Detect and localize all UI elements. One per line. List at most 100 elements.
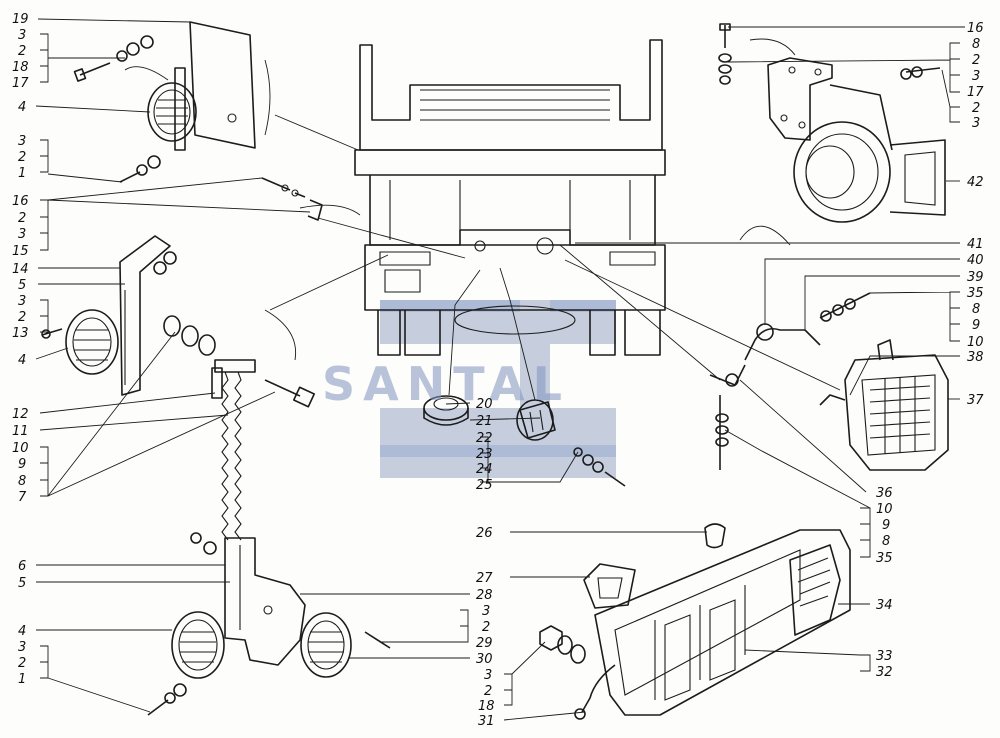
label-4: 4: [18, 100, 26, 115]
label-15: 15: [12, 244, 29, 259]
label-3: 3: [18, 227, 26, 242]
label-24: 24: [476, 462, 493, 477]
label-27: 27: [476, 571, 493, 586]
label-4: 4: [18, 353, 26, 368]
label-36: 36: [876, 486, 893, 501]
small-bolt-set-center: [573, 447, 626, 487]
connection-arcs: [124, 38, 796, 361]
label-8: 8: [18, 474, 26, 489]
label-29: 29: [476, 636, 493, 651]
part-labels-center: 20 21 22 23 24 25 26 27 28 3 2 29 30 3 2…: [476, 397, 495, 729]
label-41: 41: [967, 237, 984, 252]
label-22: 22: [476, 431, 493, 446]
label-25: 25: [476, 478, 493, 493]
label-4: 4: [18, 624, 26, 639]
label-33: 33: [876, 649, 893, 664]
label-3: 3: [18, 28, 26, 43]
bolt-long-right: [264, 379, 316, 408]
label-30: 30: [476, 652, 493, 667]
bolt-washer-nut-mid-left: [119, 155, 161, 183]
label-39: 39: [967, 270, 984, 285]
label-20: 20: [476, 397, 493, 412]
round-reflector-bottom-left: [171, 611, 225, 679]
label-38: 38: [967, 350, 984, 365]
label-19: 19: [12, 12, 29, 27]
round-reflector-bottom-right: [300, 612, 352, 678]
round-reflector-top: [147, 82, 197, 142]
bolt-nut-bottom-left: [147, 631, 391, 716]
left-reflector-bracket: [41, 235, 177, 396]
lower-bracket: [190, 532, 306, 666]
label-3: 3: [484, 668, 492, 683]
label-9: 9: [18, 457, 26, 472]
label-17: 17: [967, 85, 984, 100]
label-10: 10: [12, 441, 29, 456]
label-28: 28: [476, 588, 493, 603]
label-2: 2: [18, 656, 26, 671]
label-35: 35: [876, 551, 893, 566]
label-17: 17: [12, 76, 29, 91]
label-31: 31: [478, 714, 495, 729]
horn-assembly: [767, 57, 946, 223]
part-labels-left: 19 3 2 18 17 4 3 2 1 16 2 3 15 14 5 3 2 …: [12, 12, 29, 687]
label-10: 10: [967, 335, 984, 350]
nut-washer-stack-lamp: [539, 625, 586, 664]
truck-rear-view: [354, 39, 666, 356]
leader-lines: [35, 18, 965, 721]
label-18: 18: [12, 60, 29, 75]
label-10: 10: [876, 502, 893, 517]
coil-spring-mudflap: [211, 359, 256, 541]
label-3: 3: [18, 640, 26, 655]
rear-work-lamp: [819, 339, 949, 471]
label-2: 2: [482, 620, 490, 635]
label-3: 3: [482, 604, 490, 619]
label-16: 16: [967, 21, 984, 36]
label-42: 42: [967, 175, 984, 190]
label-35: 35: [967, 286, 984, 301]
label-7: 7: [18, 490, 27, 505]
label-1: 1: [18, 672, 26, 687]
label-2: 2: [972, 101, 980, 116]
label-5: 5: [18, 278, 26, 293]
label-1: 1: [18, 166, 26, 181]
label-32: 32: [876, 665, 893, 680]
label-9: 9: [882, 518, 890, 533]
label-13: 13: [12, 326, 29, 341]
label-3: 3: [972, 69, 980, 84]
label-2: 2: [18, 44, 26, 59]
label-2: 2: [18, 211, 26, 226]
label-9: 9: [972, 318, 980, 333]
label-2: 2: [18, 310, 26, 325]
label-12: 12: [12, 407, 29, 422]
washer-stack-left: [163, 315, 216, 356]
label-3: 3: [972, 116, 980, 131]
label-5: 5: [18, 576, 26, 591]
label-3: 3: [18, 134, 26, 149]
label-2: 2: [484, 684, 492, 699]
wire-harness: [709, 292, 871, 470]
label-6: 6: [18, 559, 26, 574]
label-16: 16: [12, 194, 29, 209]
rubber-grommet: [423, 395, 469, 426]
label-11: 11: [12, 424, 29, 439]
label-23: 23: [476, 447, 493, 462]
rubber-plug-26: [704, 523, 726, 549]
label-21: 21: [476, 414, 493, 429]
part-labels-right: 16 8 2 3 17 2 3 42 41 40 39 35 8 9 10 38…: [876, 21, 984, 680]
label-40: 40: [967, 253, 984, 268]
bolt-washer-nut-top: [73, 35, 154, 82]
label-8: 8: [882, 534, 890, 549]
label-34: 34: [876, 598, 893, 613]
horn-bolt-top: [718, 23, 941, 85]
label-8: 8: [972, 37, 980, 52]
reflector-plate-bracket: [174, 21, 256, 151]
watermark-text: SANTAL: [322, 357, 570, 411]
label-8: 8: [972, 302, 980, 317]
label-14: 14: [12, 262, 29, 277]
label-2: 2: [972, 53, 980, 68]
ground-wire-31: [574, 664, 616, 720]
lamp-connector-27: [583, 563, 636, 609]
label-2: 2: [18, 150, 26, 165]
